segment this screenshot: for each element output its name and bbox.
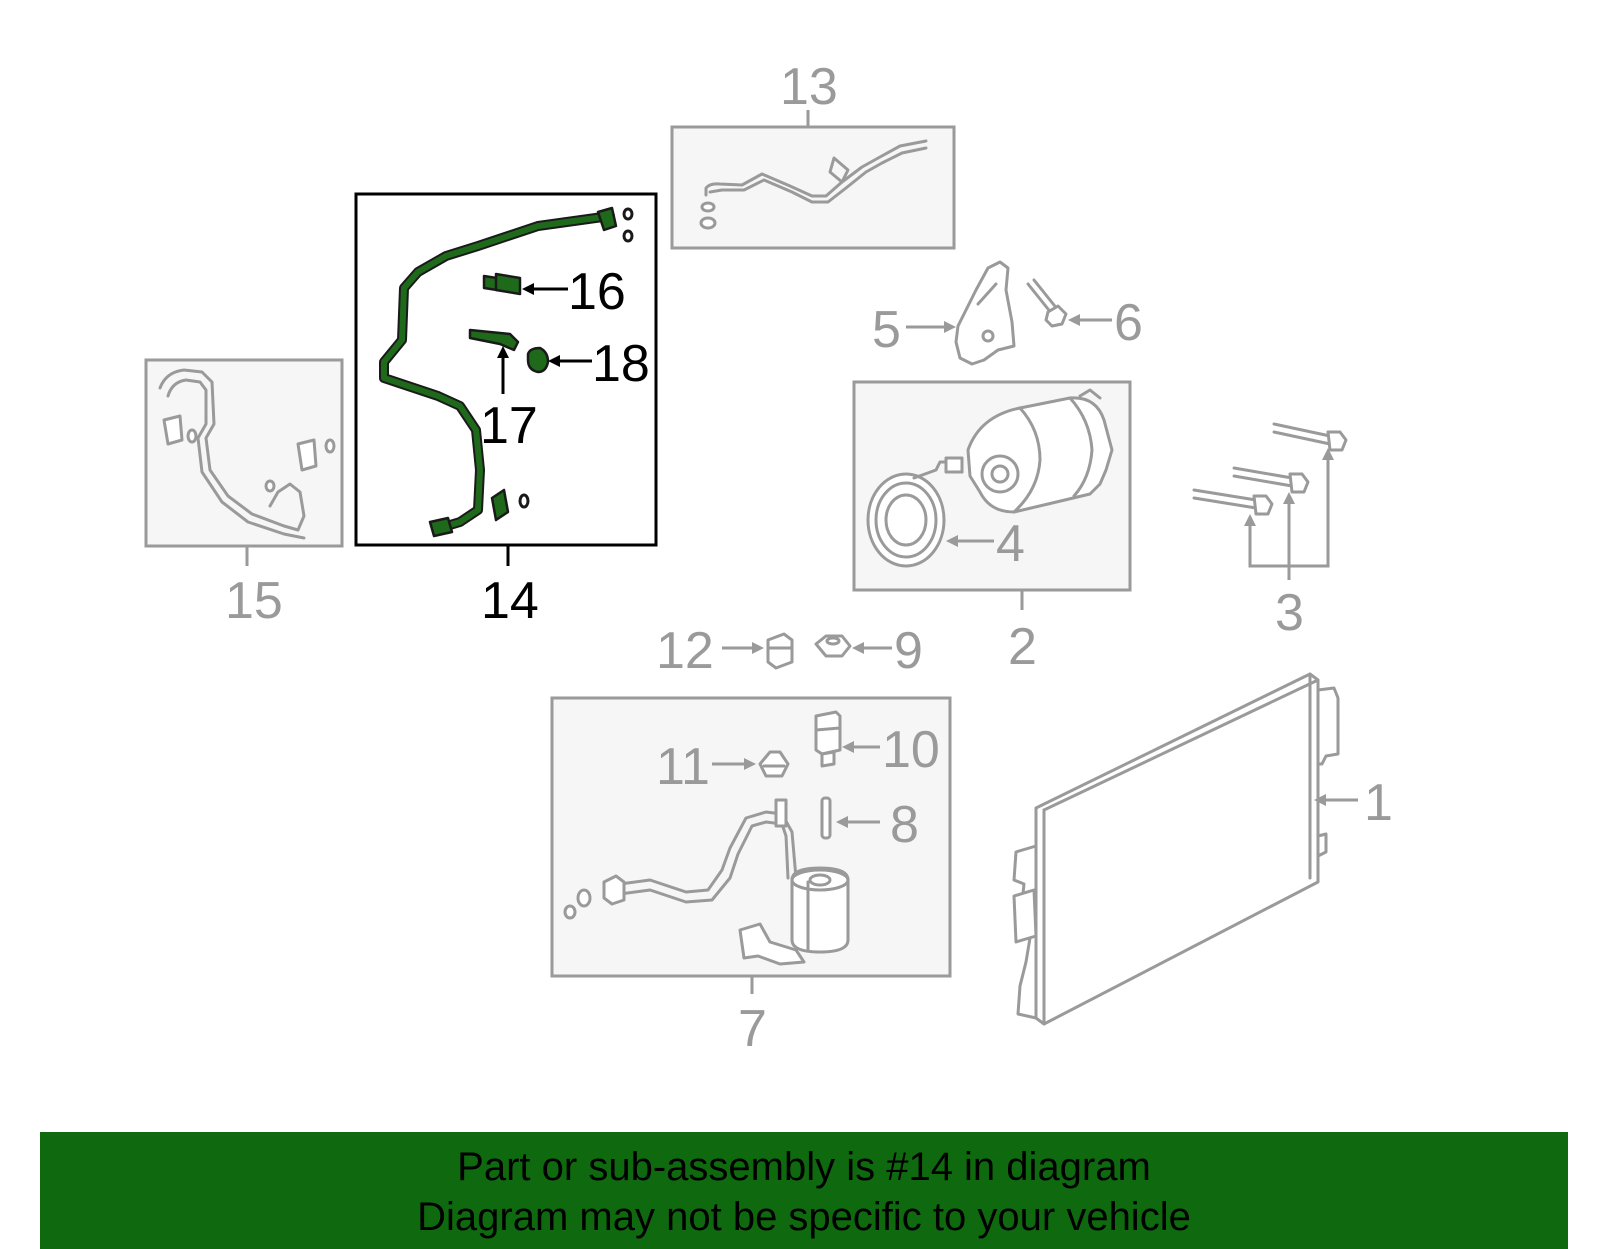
part-8-desiccant[interactable] [820, 796, 832, 840]
part-14-box[interactable] [354, 192, 658, 547]
info-banner: Part or sub-assembly is #14 in diagram D… [40, 1132, 1568, 1249]
callout-16[interactable]: 16 [568, 263, 626, 321]
callout-13[interactable]: 13 [780, 58, 838, 116]
callout-6[interactable]: 6 [1114, 294, 1143, 352]
callout-17[interactable]: 17 [480, 397, 538, 455]
banner-line-2: Diagram may not be specific to your vehi… [417, 1195, 1191, 1239]
part-12-fitting[interactable] [766, 632, 794, 670]
callout-1[interactable]: 1 [1364, 774, 1393, 832]
callout-8[interactable]: 8 [890, 796, 919, 854]
part-13-box[interactable] [670, 125, 956, 250]
part-10-switch[interactable] [814, 710, 842, 768]
callout-5[interactable]: 5 [872, 301, 901, 359]
callout-7[interactable]: 7 [738, 1000, 767, 1058]
callout-15[interactable]: 15 [225, 572, 283, 630]
callout-12[interactable]: 12 [656, 622, 714, 680]
callout-11[interactable]: 11 [656, 738, 710, 796]
part-6-bolt[interactable] [1026, 278, 1068, 328]
callout-18[interactable]: 18 [592, 335, 650, 393]
banner-line-1: Part or sub-assembly is #14 in diagram [457, 1145, 1151, 1189]
callout-9[interactable]: 9 [894, 622, 923, 680]
callout-2[interactable]: 2 [1008, 618, 1037, 676]
callout-10[interactable]: 10 [882, 721, 940, 779]
part-1-condenser[interactable] [1012, 672, 1340, 1026]
part-7-box[interactable] [550, 696, 952, 978]
part-9-nut[interactable] [814, 634, 852, 658]
part-5-bracket[interactable] [954, 260, 1016, 366]
callout-4[interactable]: 4 [996, 515, 1025, 573]
callout-14[interactable]: 14 [481, 572, 539, 630]
part-15-box[interactable] [144, 358, 344, 548]
callout-3[interactable]: 3 [1275, 584, 1304, 642]
part-2-box[interactable] [852, 380, 1132, 592]
part-11-cap[interactable] [758, 750, 790, 778]
part-3-bolts[interactable] [1192, 422, 1348, 516]
